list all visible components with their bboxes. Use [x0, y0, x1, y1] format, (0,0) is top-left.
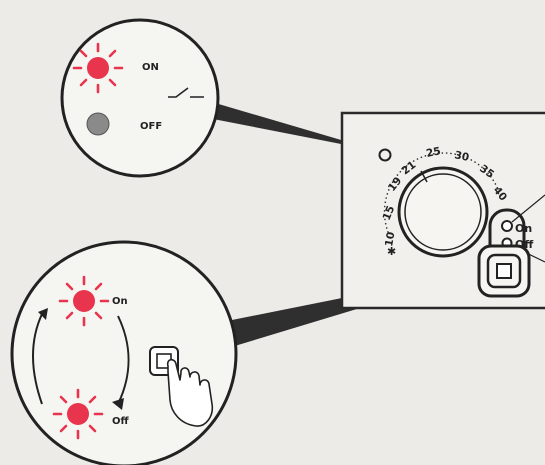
led-off-icon [52, 388, 104, 440]
led-on-icon [58, 275, 110, 327]
switch-on-dot [501, 220, 513, 232]
pointing-hand-icon [166, 358, 214, 427]
scale-label-25: 25 [425, 145, 442, 160]
switch-symbol-icon [168, 87, 204, 98]
temperature-dial[interactable] [397, 166, 489, 258]
lit-led-icon [72, 42, 124, 94]
frost-protection-icon: ✱ [387, 245, 396, 258]
dial-scale-dots [383, 152, 500, 233]
bottom-on-label: On [112, 296, 128, 307]
dial-pointer [420, 170, 428, 183]
top-callout-circle [60, 18, 220, 178]
scale-label-10: 10 [383, 231, 397, 247]
switch-indicator-line-on [511, 194, 545, 223]
panel-on-label: On [515, 222, 532, 235]
unlit-led-icon [86, 112, 110, 136]
panel-status-led [378, 148, 392, 162]
bottom-callout-circle [10, 240, 238, 465]
top-off-label: OFF [140, 121, 162, 132]
bottom-off-label: Off [112, 416, 130, 427]
scale-label-15: 15 [381, 204, 398, 222]
panel-push-button[interactable] [477, 244, 531, 298]
top-leader-wedge [205, 100, 382, 152]
arrow-down-head [112, 398, 124, 410]
scale-label-30: 30 [453, 149, 470, 164]
top-on-label: ON [142, 62, 159, 73]
arrow-down-icon [117, 315, 130, 405]
arrow-up-icon [32, 313, 43, 405]
arrow-up-head [38, 308, 48, 320]
